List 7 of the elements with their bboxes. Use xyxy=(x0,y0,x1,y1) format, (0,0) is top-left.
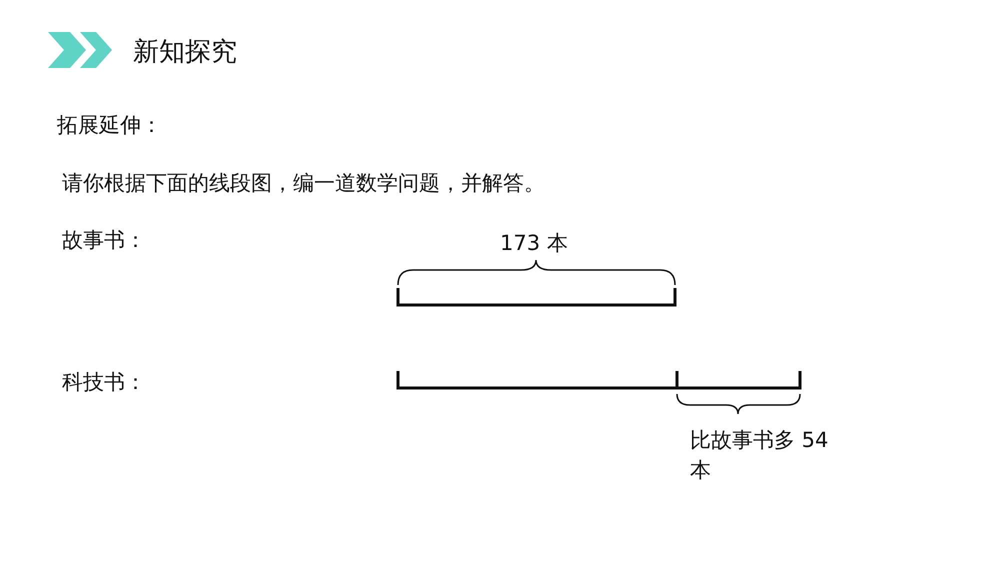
instruction-text: 请你根据下面的线段图，编一道数学问题，并解答。 xyxy=(62,170,545,197)
section-label: 拓展延伸： xyxy=(57,112,162,139)
heading: 新知探究 xyxy=(133,36,237,69)
row-label: 故事书： xyxy=(62,227,146,254)
quantity-label: 173 本 xyxy=(500,230,568,257)
difference-label: 比故事书多 54 本 xyxy=(690,427,830,484)
row-label: 科技书： xyxy=(62,369,146,396)
